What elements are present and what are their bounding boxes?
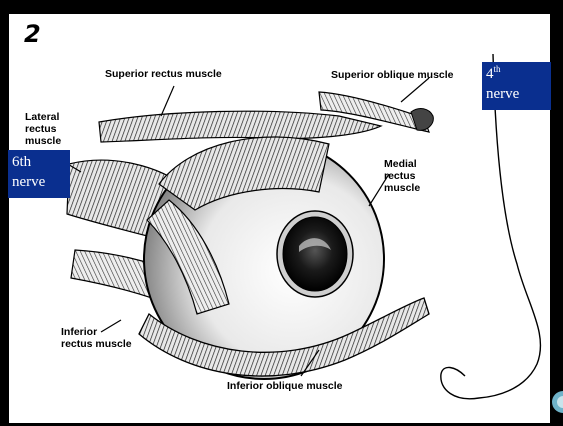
label-lateral-rectus-line3: muscle bbox=[25, 136, 61, 147]
callout-4th-nerve: 4th nerve bbox=[482, 62, 551, 110]
label-inferior-rectus-line2: rectus muscle bbox=[61, 339, 132, 350]
diagram-panel: 2 Superior rectus muscle Superior obliqu… bbox=[9, 14, 550, 423]
figure-number: 2 bbox=[24, 22, 41, 46]
callout-4th-word: nerve bbox=[486, 86, 519, 102]
callout-4th-ordinal: th bbox=[494, 64, 501, 74]
label-medial-rectus-line1: Medial bbox=[384, 159, 417, 170]
callout-6th-nerve: 6th nerve bbox=[8, 150, 70, 198]
label-inferior-rectus-line1: Inferior bbox=[61, 327, 97, 338]
label-inferior-oblique: Inferior oblique muscle bbox=[227, 381, 343, 392]
callout-6th-line2: nerve bbox=[12, 174, 45, 190]
leader-superior-rectus bbox=[161, 86, 174, 116]
label-medial-rectus-line3: muscle bbox=[384, 183, 420, 194]
superior-rectus-muscle bbox=[99, 111, 381, 142]
leader-inferior-rectus bbox=[101, 320, 121, 332]
label-superior-oblique: Superior oblique muscle bbox=[331, 70, 454, 81]
callout-4th-number: 4 bbox=[486, 66, 494, 82]
label-lateral-rectus-line1: Lateral bbox=[25, 112, 59, 123]
pupil bbox=[283, 217, 347, 291]
corner-logo-icon bbox=[551, 389, 563, 415]
callout-6th-line1: 6th bbox=[12, 154, 31, 170]
eye-muscles-illustration bbox=[9, 14, 550, 423]
label-lateral-rectus-line2: rectus bbox=[25, 124, 57, 135]
label-superior-rectus: Superior rectus muscle bbox=[105, 69, 222, 80]
leader-superior-oblique bbox=[401, 78, 429, 102]
label-medial-rectus-line2: rectus bbox=[384, 171, 416, 182]
